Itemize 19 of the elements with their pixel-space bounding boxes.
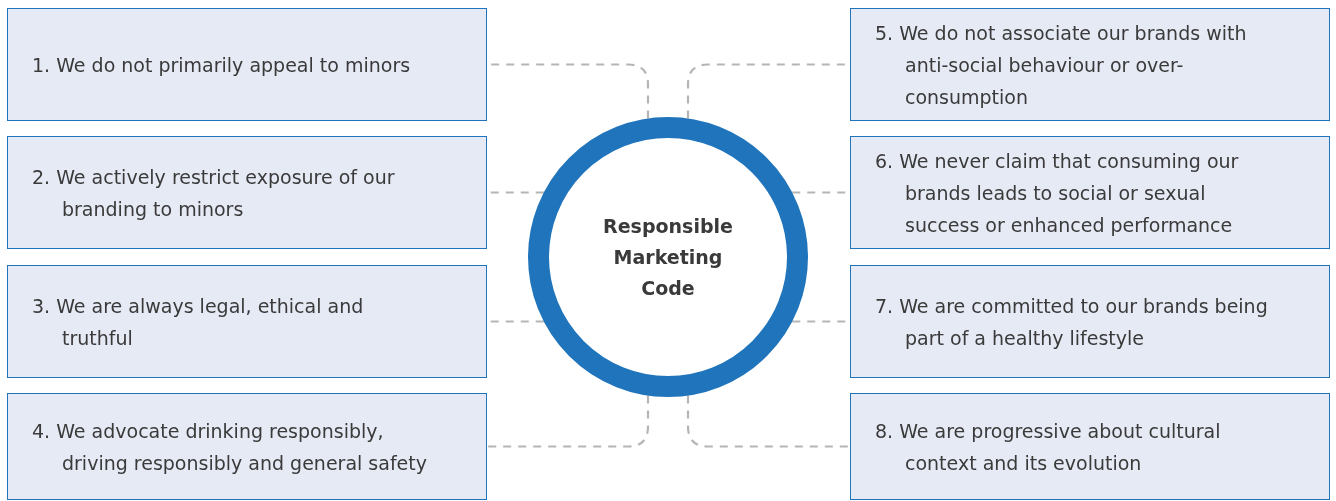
principle-box	[850, 265, 1330, 378]
center-title: Responsible Marketing Code	[602, 213, 734, 301]
principle-box	[850, 8, 1330, 121]
principle-box	[7, 393, 487, 500]
principle-text: 2. We actively restrict exposure of our branding to minors	[32, 164, 396, 222]
principle-text: 1. We do not primarily appeal to minors	[32, 52, 411, 78]
principle-box	[7, 136, 487, 249]
connector-line	[686, 395, 850, 448]
principle-box	[850, 393, 1330, 500]
principle-text: 7. We are committed to our brands being part of a healthy lifestyle	[875, 293, 1269, 351]
principle-box	[7, 8, 487, 121]
principle-text: 4. We advocate drinking responsibly, driving responsibly and general safety	[32, 418, 428, 476]
principle-box	[850, 136, 1330, 249]
principle-text: 6. We never claim that consuming our brands leads to social or sexual success or enhanced performance	[875, 148, 1240, 238]
principle-text: 5. We do not associate our brands with anti-social behaviour or over-consumption	[875, 20, 1248, 110]
principle-text: 3. We are always legal, ethical and truthful	[32, 293, 365, 351]
connector-line	[487, 395, 650, 448]
principle-text: 8. We are progressive about cultural context and its evolution	[875, 418, 1222, 476]
principle-box	[7, 265, 487, 378]
